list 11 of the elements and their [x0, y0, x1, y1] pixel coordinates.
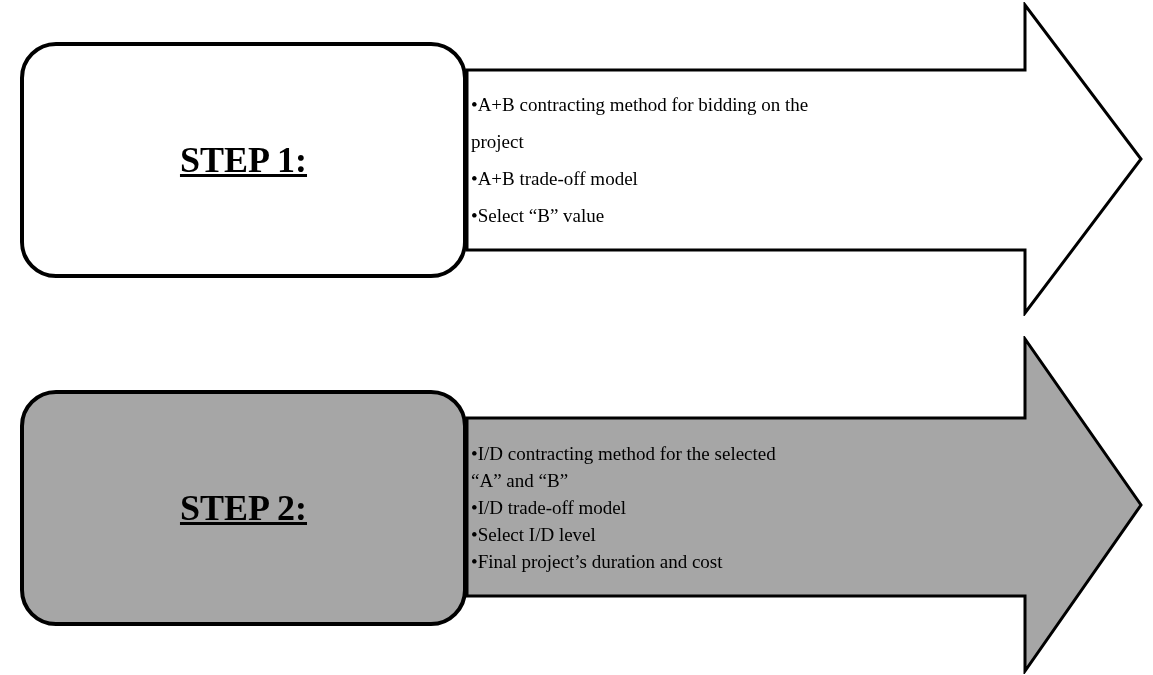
bullet-item: •Select “B” value	[471, 204, 606, 228]
step-box	[20, 390, 467, 626]
bullet-item: •Select I/D level	[471, 522, 597, 547]
bullet-item: •A+B contracting method for bidding on the project	[471, 93, 810, 154]
bullet-item: •A+B trade-off model	[471, 167, 639, 191]
bullet-item: •I/D contracting method for the selected “A” and “B”	[471, 441, 777, 493]
step-heading: STEP 2:	[179, 487, 307, 529]
bullet-item: •Final project’s duration and cost	[471, 549, 724, 574]
step-heading: STEP 1:	[179, 139, 307, 181]
bullet-item: •I/D trade-off model	[471, 495, 628, 520]
step-box	[20, 42, 467, 278]
